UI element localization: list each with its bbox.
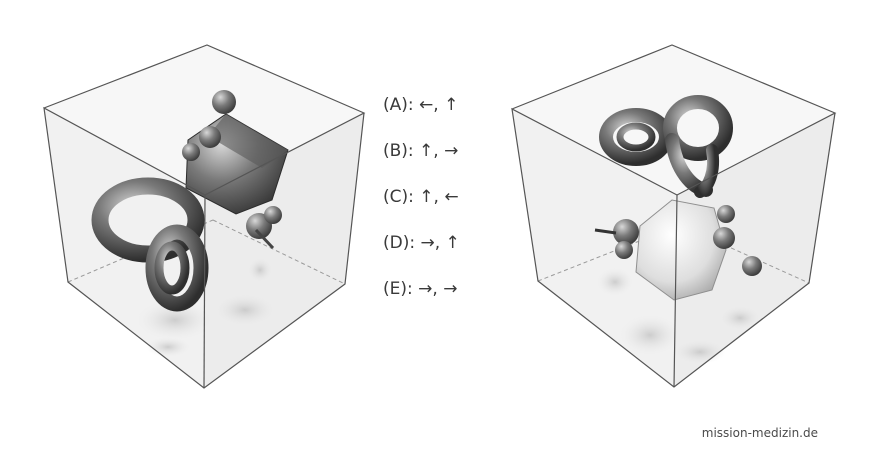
rod — [594, 228, 617, 235]
sphere — [713, 227, 735, 249]
left-cube-edges — [43, 44, 366, 389]
torus-object — [91, 177, 209, 312]
reflection — [248, 258, 272, 282]
answer-option-b[interactable]: (B): ↑, → — [383, 141, 459, 161]
sphere — [264, 206, 282, 224]
left-cube-edge — [203, 194, 206, 389]
reflection — [620, 315, 680, 355]
sphere — [717, 205, 735, 223]
answer-option-d[interactable]: (D): →, ↑ — [383, 233, 460, 253]
answer-option-e[interactable]: (E): →, → — [383, 279, 458, 299]
reflection — [215, 294, 275, 326]
right-cube-edges — [511, 44, 837, 388]
answer-option-c[interactable]: (C): ↑, ← — [383, 187, 459, 207]
sphere — [182, 143, 200, 161]
left-cube-top-face — [44, 45, 364, 195]
answer-option-a[interactable]: (A): ←, ↑ — [383, 95, 459, 115]
reflection — [720, 306, 760, 330]
answer-options: (A): ←, ↑ (B): ↑, → (C): ↑, ← (D): →, ↑ … — [383, 92, 460, 322]
sphere — [613, 219, 639, 245]
reflection — [146, 337, 190, 357]
reflection — [674, 340, 726, 364]
left-cube — [43, 44, 366, 389]
reflection — [137, 300, 213, 340]
sphere — [742, 256, 762, 276]
sphere — [615, 241, 633, 259]
left-cube-hidden-edge — [212, 219, 346, 285]
reflection — [597, 268, 633, 296]
rod — [254, 228, 275, 250]
sphere — [212, 90, 236, 114]
right-cube-edge — [673, 194, 678, 388]
right-cube — [511, 44, 837, 388]
source-credit: mission-medizin.de — [701, 426, 818, 440]
sphere — [199, 126, 221, 148]
light-cube-object — [635, 199, 727, 301]
